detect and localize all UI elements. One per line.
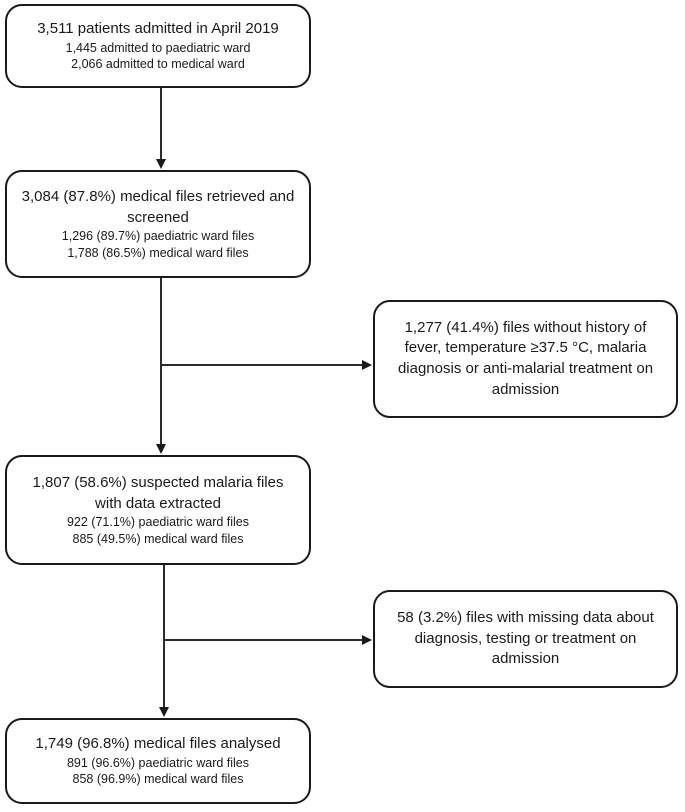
admitted-paediatric-text: 1,445 admitted to paediatric ward — [65, 40, 251, 55]
analysed-medical-text: 858 (96.9%) medical ward files — [72, 772, 244, 787]
admitted-main-text: 3,511 patients admitted in April 2019 — [37, 20, 279, 38]
screened-medical-text: 1,788 (86.5%) medical ward files — [67, 245, 249, 260]
connector-branch-excluded-missing-data-line — [164, 639, 362, 641]
excluded-missing-data-text: 58 (3.2%) files with missing data about … — [397, 608, 654, 668]
flow-box-admitted: 3,511 patients admitted in April 2019 1,… — [5, 4, 311, 88]
flow-box-screened: 3,084 (87.8%) medical files retrieved an… — [5, 170, 311, 278]
flow-box-excluded-missing-data: 58 (3.2%) files with missing data about … — [373, 590, 678, 688]
connector-screened-suspected-arrowhead-icon — [155, 444, 166, 454]
connector-suspected-analysed-arrowhead-icon — [158, 707, 169, 717]
admitted-medical-text: 2,066 admitted to medical ward — [71, 57, 245, 72]
suspected-medical-text: 885 (49.5%) medical ward files — [72, 531, 244, 546]
flow-box-suspected: 1,807 (58.6%) suspected malaria files wi… — [5, 455, 311, 565]
excluded-no-history-text: 1,277 (41.4%) files without history of f… — [397, 318, 654, 398]
connector-suspected-analysed-line — [163, 565, 165, 708]
suspected-paediatric-text: 922 (71.1%) paediatric ward files — [66, 515, 250, 530]
connector-branch-excluded-no-history-arrowhead-icon — [362, 359, 372, 370]
screened-paediatric-text: 1,296 (89.7%) paediatric ward files — [61, 229, 255, 244]
analysed-main-text: 1,749 (96.8%) medical files analysed — [35, 735, 281, 753]
connector-screened-suspected-line — [160, 278, 162, 445]
connector-admitted-screened-line — [160, 88, 162, 160]
screened-main-text: 3,084 (87.8%) medical files retrieved an… — [21, 187, 295, 226]
suspected-main-text: 1,807 (58.6%) suspected malaria files wi… — [32, 473, 284, 512]
flow-box-analysed: 1,749 (96.8%) medical files analysed 891… — [5, 718, 311, 804]
analysed-paediatric-text: 891 (96.6%) paediatric ward files — [66, 755, 250, 770]
connector-admitted-screened-arrowhead-icon — [155, 159, 166, 169]
flow-box-excluded-no-history: 1,277 (41.4%) files without history of f… — [373, 300, 678, 418]
connector-branch-excluded-no-history-line — [161, 364, 362, 366]
connector-branch-excluded-missing-data-arrowhead-icon — [362, 634, 372, 645]
